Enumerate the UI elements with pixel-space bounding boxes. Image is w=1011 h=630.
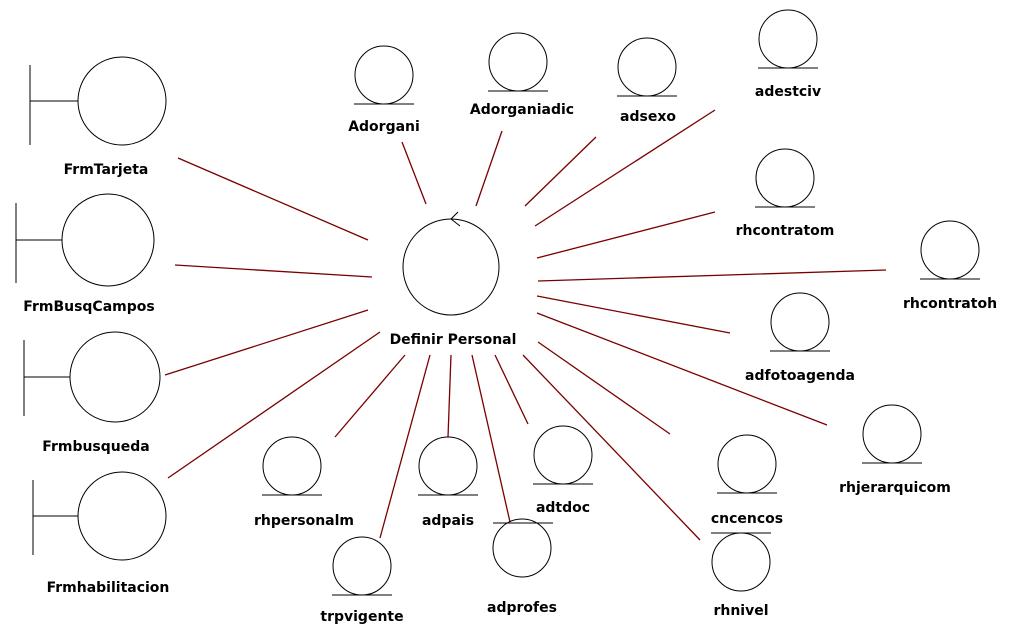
entity-circle-icon bbox=[758, 9, 818, 69]
association-rhpersonalm bbox=[334, 354, 406, 438]
entity-label: trpvigente bbox=[320, 609, 403, 625]
boundary-circle-icon bbox=[23, 331, 161, 423]
association-frmtarjeta bbox=[177, 157, 369, 241]
boundary-frmhabilitacion: Frmhabilitacion bbox=[32, 471, 170, 596]
entity-trpvigente: trpvigente bbox=[320, 536, 404, 625]
association-adpais bbox=[447, 354, 452, 438]
entity-label: adfotoagenda bbox=[745, 368, 855, 384]
entity-circle-icon bbox=[711, 532, 771, 592]
entity-adfotoagenda: adfotoagenda bbox=[745, 292, 855, 384]
entity-label: adprofes bbox=[487, 600, 557, 616]
entity-label: rhnivel bbox=[713, 603, 768, 619]
association-rhnivel bbox=[522, 354, 701, 541]
association-frmbusqueda bbox=[164, 309, 369, 376]
boundary-label: Frmhabilitacion bbox=[47, 580, 170, 596]
entity-label: Adorgani bbox=[348, 119, 420, 135]
entity-circle-icon bbox=[770, 292, 830, 352]
entity-label: adestciv bbox=[755, 84, 821, 100]
entity-cncencos: cncencos bbox=[711, 434, 783, 527]
entity-adorgani: Adorgani bbox=[348, 45, 420, 135]
entity-rhjerarquicom: rhjerarquicom bbox=[839, 404, 951, 496]
entity-label: cncencos bbox=[711, 511, 783, 527]
boundary-frmbusqueda: Frmbusqueda bbox=[23, 331, 161, 455]
entity-label: adsexo bbox=[620, 109, 676, 125]
association-adsexo bbox=[524, 136, 597, 207]
entity-adestciv: adestciv bbox=[755, 9, 821, 100]
entity-circle-icon bbox=[492, 518, 553, 578]
entity-circle-icon bbox=[332, 536, 392, 596]
boundary-label: FrmBusqCampos bbox=[23, 299, 154, 315]
association-frmbusqcampos bbox=[174, 264, 373, 278]
associations bbox=[164, 109, 887, 541]
entity-label: rhjerarquicom bbox=[839, 480, 951, 496]
entity-circle-icon bbox=[920, 220, 980, 280]
association-rhjerarquicom bbox=[536, 312, 828, 426]
boundary-circle-icon bbox=[29, 56, 167, 146]
boundary-label: FrmTarjeta bbox=[64, 162, 149, 178]
association-rhcontratoh bbox=[537, 269, 887, 282]
entity-rhpersonalm: rhpersonalm bbox=[254, 436, 354, 529]
entity-label: rhpersonalm bbox=[254, 513, 354, 529]
entity-circle-icon bbox=[262, 436, 322, 496]
association-adestciv bbox=[534, 109, 716, 227]
boundary-frmtarjeta: FrmTarjeta bbox=[29, 56, 167, 178]
association-cncencos bbox=[537, 341, 671, 435]
entity-circle-icon bbox=[488, 32, 548, 92]
association-adorgani bbox=[401, 141, 427, 205]
entity-rhcontratom: rhcontratom bbox=[736, 148, 835, 239]
entity-adpais: adpais bbox=[418, 436, 478, 529]
entity-circle-icon bbox=[755, 148, 815, 208]
boundary-circle-icon bbox=[15, 193, 155, 287]
association-adfotoagenda bbox=[536, 295, 731, 334]
entity-label: rhcontratoh bbox=[903, 296, 997, 312]
boundary-circle-icon bbox=[32, 471, 167, 561]
entity-label: adpais bbox=[422, 513, 474, 529]
entity-label: adtdoc bbox=[536, 500, 590, 516]
entity-rhcontratoh: rhcontratoh bbox=[903, 220, 997, 312]
association-adtdoc bbox=[494, 354, 529, 425]
association-trpvigente bbox=[379, 354, 431, 539]
entity-rhnivel: rhnivel bbox=[711, 532, 771, 619]
entity-circle-icon bbox=[617, 37, 677, 97]
entity-adsexo: adsexo bbox=[617, 37, 677, 125]
entity-circle-icon bbox=[533, 425, 593, 485]
control-definir-personal: Definir Personal bbox=[390, 211, 517, 348]
entity-adtdoc: adtdoc bbox=[533, 425, 593, 516]
association-frmhabilitacion bbox=[167, 331, 381, 479]
association-adprofes bbox=[471, 354, 511, 523]
control-label: Definir Personal bbox=[390, 332, 517, 348]
entity-circle-icon bbox=[717, 434, 777, 494]
boundary-frmbusqcampos: FrmBusqCampos bbox=[15, 193, 155, 315]
association-adorganiadic bbox=[475, 130, 503, 207]
boundary-label: Frmbusqueda bbox=[42, 439, 149, 455]
entity-circle-icon bbox=[862, 404, 922, 464]
entity-adprofes: adprofes bbox=[487, 518, 557, 616]
control-circle-with-arrow-icon bbox=[402, 211, 500, 316]
association-rhcontratom bbox=[536, 211, 716, 259]
entity-adorganiadic: Adorganiadic bbox=[470, 32, 574, 118]
entity-label: rhcontratom bbox=[736, 223, 835, 239]
entity-circle-icon bbox=[354, 45, 414, 105]
entity-circle-icon bbox=[418, 436, 478, 496]
entity-label: Adorganiadic bbox=[470, 102, 574, 118]
